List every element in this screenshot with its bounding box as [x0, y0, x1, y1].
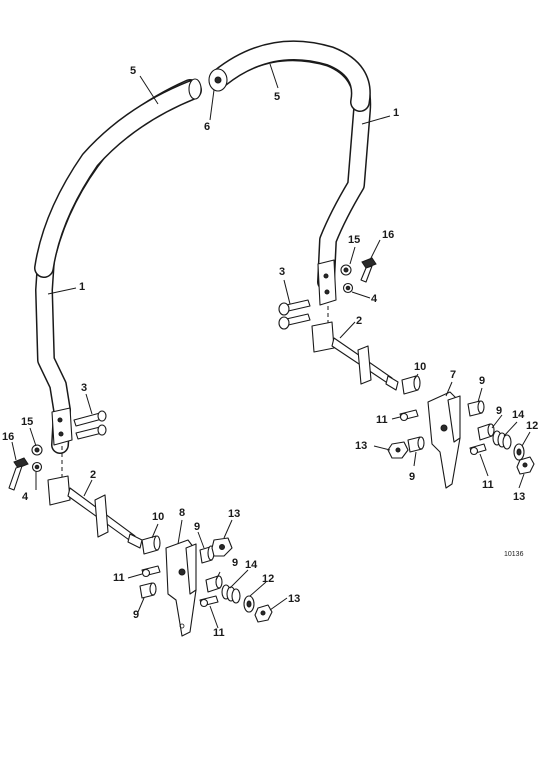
callout-1-left: 1 — [79, 281, 85, 293]
callout-11-left-bottom: 11 — [213, 627, 225, 639]
left-bolt-lower — [199, 595, 219, 608]
figure-reference-number: 10136 — [504, 551, 524, 558]
callout-2-right: 2 — [356, 315, 362, 327]
callout-9-right-bottom: 9 — [409, 471, 415, 483]
callout-1-right: 1 — [393, 107, 399, 119]
left-bolt-upper — [141, 565, 161, 578]
callout-4-right: 4 — [371, 293, 378, 305]
callout-3-right: 3 — [279, 266, 285, 278]
right-locknut-left — [387, 441, 409, 459]
callout-10-right: 10 — [414, 361, 426, 373]
callout-9-right-top: 9 — [479, 375, 485, 387]
callout-15-right: 15 — [348, 234, 360, 246]
right-pivot-mount — [311, 321, 399, 391]
callout-labels: 5 6 5 1 1 3 15 16 4 2 10 7 9 11 9 14 12 … — [2, 65, 538, 639]
callout-12-left: 12 — [262, 573, 274, 585]
right-lock-washer-nut — [340, 264, 354, 294]
callout-9-left-mid: 9 — [232, 557, 238, 569]
callout-4-left: 4 — [22, 491, 29, 503]
right-bushing-upper — [467, 400, 485, 417]
callout-16-left: 16 — [2, 431, 14, 443]
right-bushing-lower — [407, 436, 425, 453]
callout-9-right-mid: 9 — [496, 405, 502, 417]
right-hardware-stack — [477, 423, 535, 475]
left-pivot-mount — [47, 475, 143, 549]
left-latch-plate — [165, 539, 197, 637]
callout-5-right: 5 — [274, 91, 280, 103]
callout-8: 8 — [179, 507, 185, 519]
callout-15-left: 15 — [21, 416, 33, 428]
callout-14-left: 14 — [245, 559, 258, 571]
callout-7: 7 — [450, 369, 456, 381]
right-spacer-bushing — [401, 375, 421, 395]
callout-2-left: 2 — [90, 469, 96, 481]
callout-14-right: 14 — [512, 409, 525, 421]
right-hinge-bracket — [317, 259, 337, 324]
callout-13-right-left: 13 — [355, 440, 367, 452]
left-bushing-lower — [139, 582, 157, 599]
right-latch-plate — [427, 391, 461, 489]
left-hardware-stack — [205, 575, 273, 623]
callout-9-left-top: 9 — [194, 521, 200, 533]
left-hinge-bolts — [73, 410, 107, 440]
callout-9-left-bottom: 9 — [133, 609, 139, 621]
callout-3-left: 3 — [81, 382, 87, 394]
right-bolt-upper — [399, 409, 419, 422]
left-grip-sleeve — [34, 78, 202, 278]
callout-leaders — [11, 63, 531, 629]
callout-11-right-top: 11 — [376, 414, 388, 426]
left-hinge-bracket — [51, 407, 73, 478]
callout-6: 6 — [204, 121, 210, 133]
right-roll-bar-tube — [211, 43, 372, 291]
left-lock-washer-nut — [31, 444, 43, 473]
right-bolt-lower — [469, 443, 487, 456]
callout-16-right: 16 — [382, 229, 394, 241]
callout-10-left: 10 — [152, 511, 164, 523]
left-spacer-bushing — [141, 535, 161, 555]
right-hinge-bolts — [278, 299, 311, 330]
right-release-lever — [360, 257, 377, 283]
left-release-lever — [8, 457, 29, 491]
callout-13-right-bottom: 13 — [513, 491, 525, 503]
right-grip-sleeve — [208, 40, 371, 112]
callout-5-left: 5 — [130, 65, 136, 77]
left-locknut-upper — [211, 537, 233, 557]
callout-11-right-bottom: 11 — [482, 479, 494, 491]
callout-11-left-top: 11 — [113, 572, 125, 584]
callout-13-left-bottom: 13 — [288, 593, 300, 605]
callout-12-right: 12 — [526, 420, 538, 432]
callout-13-left-top: 13 — [228, 508, 240, 520]
